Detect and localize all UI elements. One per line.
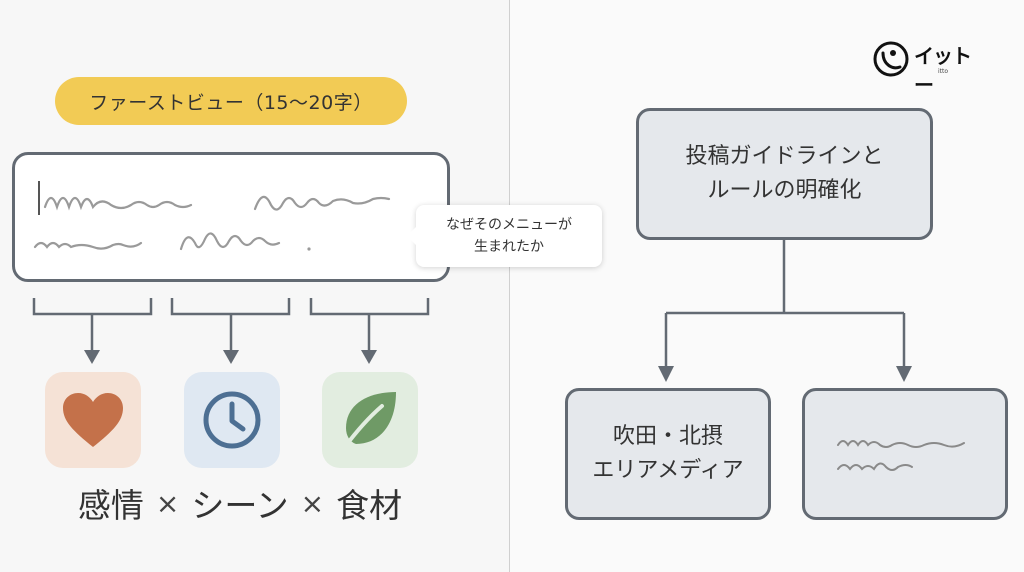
logo-text: イットー: [914, 44, 972, 97]
scene-tile: [184, 372, 280, 468]
first-view-label: ファーストビュー（15〜20字）: [55, 77, 407, 125]
emotion-tile: [45, 372, 141, 468]
leaf-icon: [342, 392, 396, 450]
placeholder-scribble: [33, 181, 391, 251]
logo-mark-icon: [873, 41, 909, 77]
box-line: ルールの明確化: [707, 178, 862, 203]
arrowhead: [84, 350, 100, 364]
placeholder-box: [802, 388, 1008, 520]
clock-icon: [203, 391, 261, 449]
text-input-mockup: [12, 152, 450, 282]
scribble-line: [43, 196, 193, 211]
logo-subtext: itto: [938, 68, 949, 75]
box-line: 投稿ガイドラインと: [685, 144, 884, 169]
formula-ingredient: 食材: [336, 486, 403, 525]
arrowhead: [658, 366, 674, 382]
brand-logo: イットー itto: [872, 38, 982, 97]
box-line: 吹田・北摂: [612, 424, 723, 449]
arrowhead: [361, 350, 377, 364]
scribble-line: [253, 195, 391, 211]
formula-emotion: 感情: [77, 486, 144, 525]
scribble-line: [179, 232, 281, 251]
placeholder-scribble: [837, 440, 965, 471]
formula-scene: シーン: [191, 486, 289, 525]
scribble-line: [33, 241, 143, 250]
area-media-box: 吹田・北摂 エリアメディア: [565, 388, 771, 520]
multiply-sign: ×: [300, 486, 325, 520]
box-line: エリアメディア: [592, 458, 744, 483]
arrowhead: [223, 350, 239, 364]
heart-icon: [63, 393, 123, 447]
arrowhead: [896, 366, 912, 382]
multiply-sign: ×: [155, 486, 180, 520]
tooltip-line: なぜそのメニューが: [446, 217, 572, 233]
guideline-box: 投稿ガイドラインと ルールの明確化: [636, 108, 933, 240]
tooltip-callout: なぜそのメニューが 生まれたか: [407, 205, 602, 267]
tooltip-line: 生まれたか: [474, 239, 544, 255]
ingredient-tile: [322, 372, 418, 468]
panel-divider: [509, 0, 510, 572]
formula-text: 感情 × シーン × 食材: [20, 478, 460, 528]
